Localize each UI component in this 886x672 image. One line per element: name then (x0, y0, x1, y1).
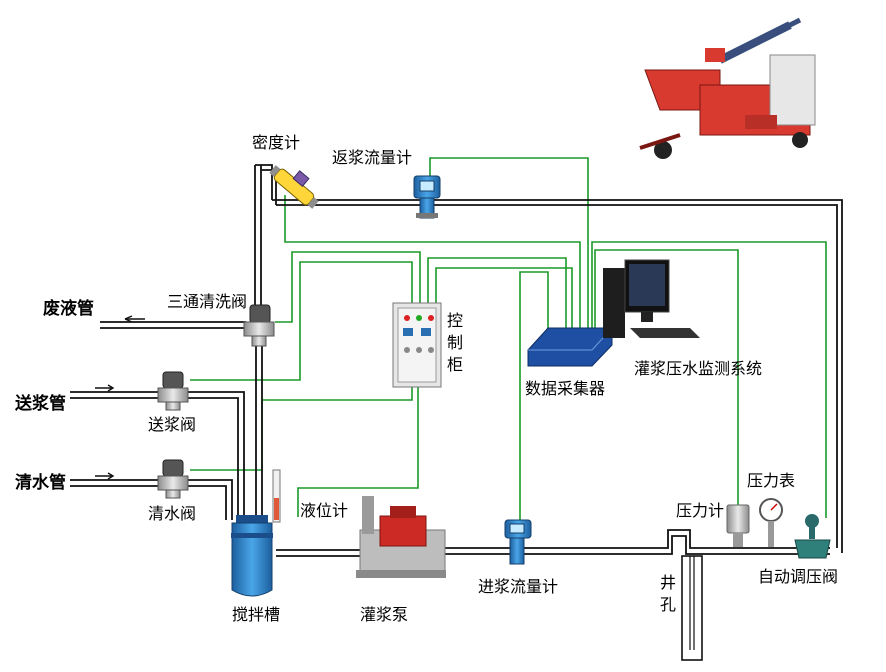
density-meter-icon (269, 165, 319, 209)
water-valve-icon (157, 459, 189, 499)
waste-pipe-label: 废液管 (43, 299, 94, 319)
mixing-tank-icon (231, 515, 273, 597)
density-meter-label: 密度计 (252, 133, 301, 152)
data-collector-icon (527, 327, 613, 367)
pressure-gauge-icon (759, 498, 783, 547)
monitor-system-label: 灌浆压水监测系统 (634, 359, 763, 378)
return-flowmeter-label: 返浆流量计 (332, 148, 413, 167)
return-flowmeter-icon (413, 175, 441, 219)
pressure-gauge-label: 压力表 (747, 471, 796, 490)
arrow-left-icon (124, 315, 145, 323)
computer-icon (603, 259, 700, 338)
feed-pipe-label: 送浆管 (15, 394, 66, 414)
grout-pump-label: 灌浆泵 (360, 605, 409, 624)
three-way-valve-icon (243, 304, 275, 347)
signal-wires (190, 157, 827, 525)
pressure-meter-label: 压力计 (676, 501, 725, 520)
water-valve-label: 清水阀 (148, 504, 197, 523)
pipes (70, 164, 843, 557)
three-way-valve-label: 三通清洗阀 (167, 292, 248, 311)
auto-valve-icon (794, 514, 831, 559)
auto-valve-label: 自动调压阀 (758, 567, 839, 586)
feed-valve-icon (157, 371, 189, 411)
inlet-flowmeter-label: 进浆流量计 (478, 577, 559, 596)
pressure-meter-icon (726, 504, 750, 547)
grouting-machine-icon (639, 17, 816, 159)
grout-pump-icon (356, 496, 446, 578)
level-gauge-icon (272, 469, 281, 523)
control-cabinet-label: 控制柜 (446, 311, 463, 374)
inlet-flowmeter-icon (504, 519, 532, 565)
data-collector-label: 数据采集器 (525, 379, 606, 398)
mixing-tank-label: 搅拌槽 (232, 605, 281, 624)
control-cabinet-icon (392, 302, 442, 388)
borehole-label: 井孔 (659, 573, 676, 614)
water-pipe-label: 清水管 (15, 473, 66, 493)
level-gauge-label: 液位计 (300, 501, 349, 520)
borehole (681, 555, 703, 661)
arrow-right-icon (95, 384, 115, 480)
feed-valve-label: 送浆阀 (148, 415, 197, 434)
